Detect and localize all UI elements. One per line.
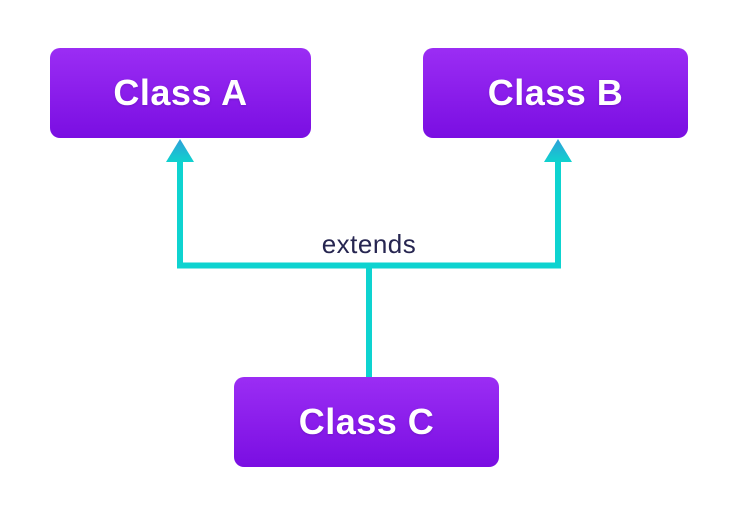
node-class-a-label: Class A	[113, 72, 248, 113]
arrowhead-to-class-a-icon	[166, 139, 194, 162]
node-class-b-label: Class B	[487, 72, 624, 113]
node-class-c: Class C	[234, 377, 499, 467]
arrowhead-to-class-b-icon	[544, 139, 572, 162]
edge-label-extends: extends	[321, 228, 417, 259]
node-class-b: Class B	[423, 48, 688, 138]
node-class-a: Class A	[50, 48, 311, 138]
node-class-c-label: Class C	[298, 401, 435, 442]
